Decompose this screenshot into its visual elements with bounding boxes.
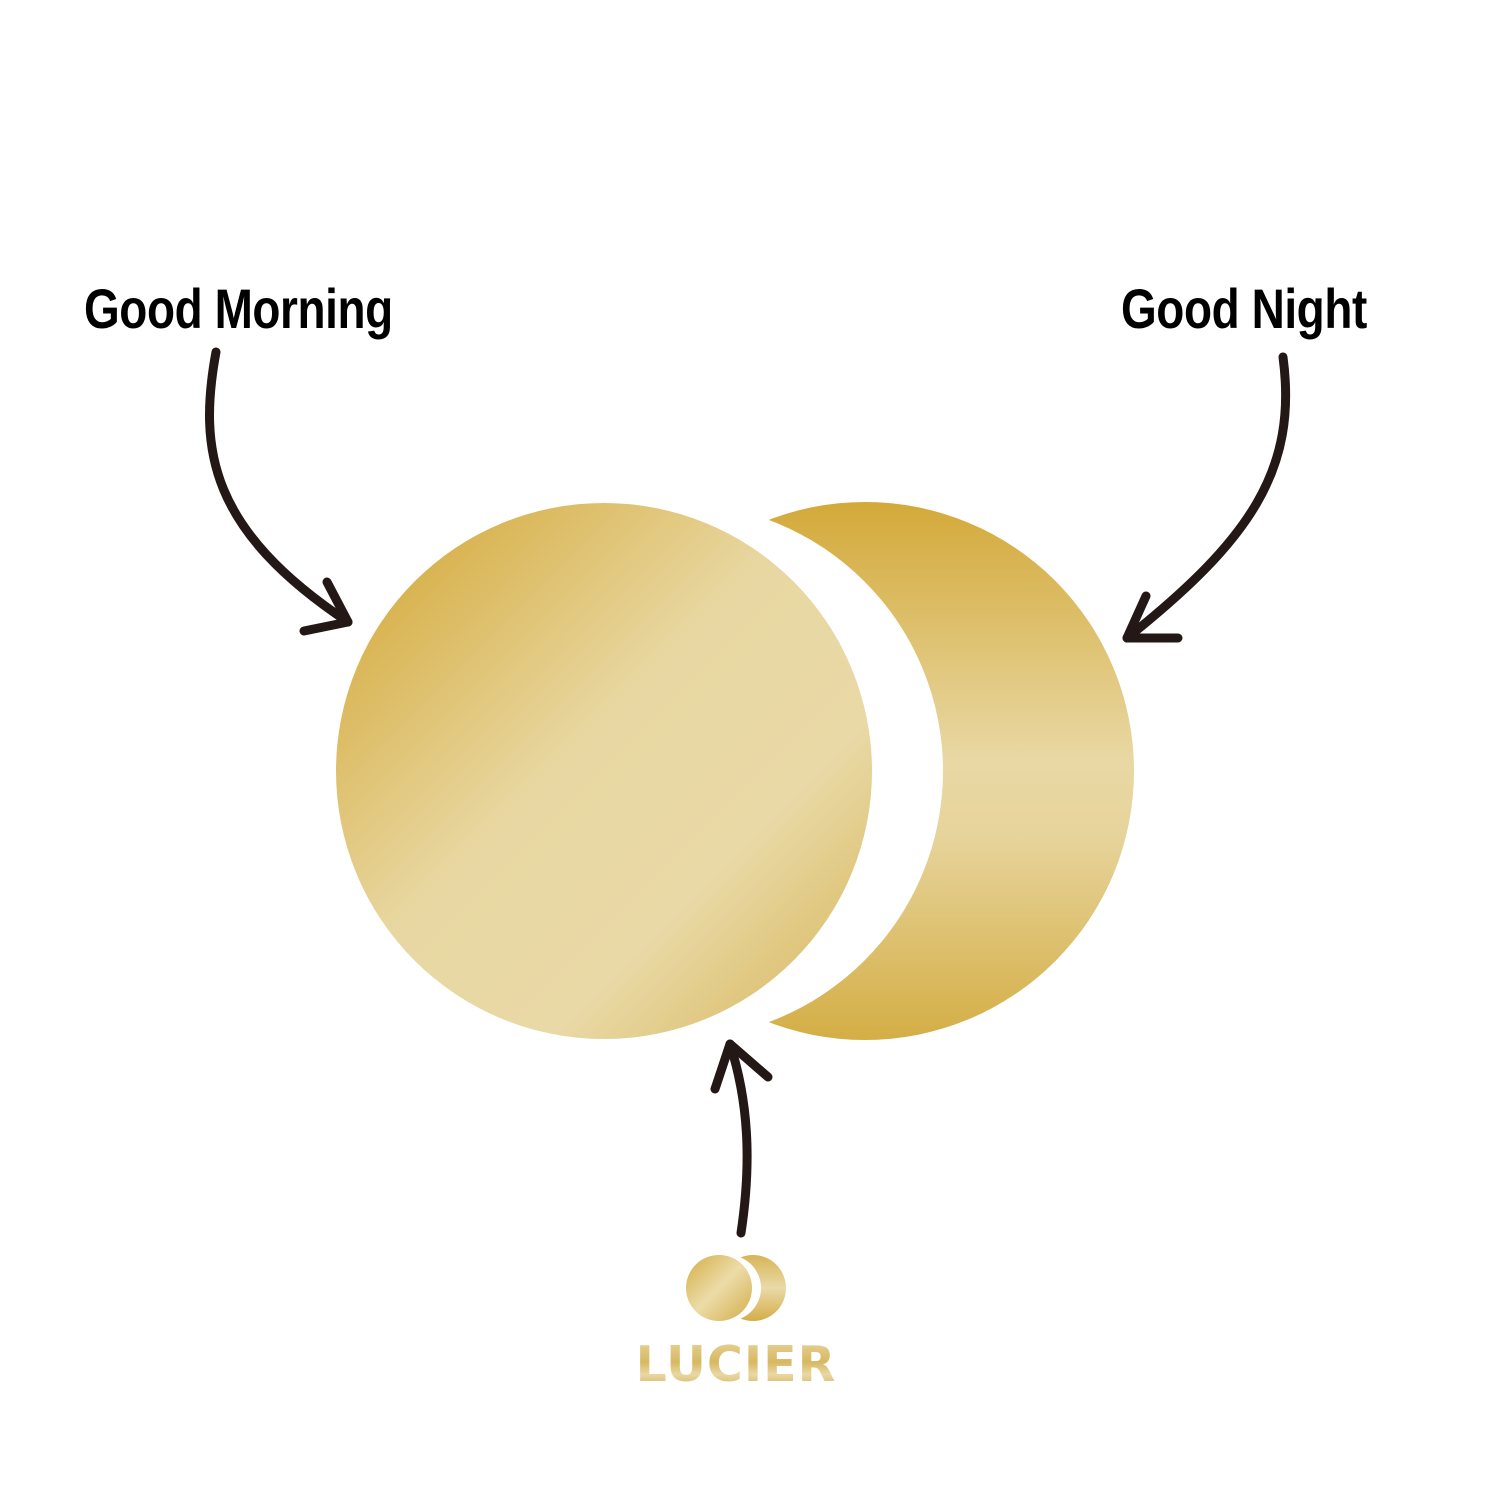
night-arrow-icon (1122, 352, 1291, 643)
brand-wordmark: LUCIER (622, 1340, 850, 1389)
brand-arrow-icon (710, 1039, 773, 1238)
good-morning-label: Good Morning (84, 277, 393, 340)
twin-moon-logo-icon (686, 1255, 786, 1321)
good-night-label: Good Night (1121, 277, 1367, 340)
morning-arrow-icon (205, 347, 353, 636)
morning-disc (336, 503, 872, 1039)
